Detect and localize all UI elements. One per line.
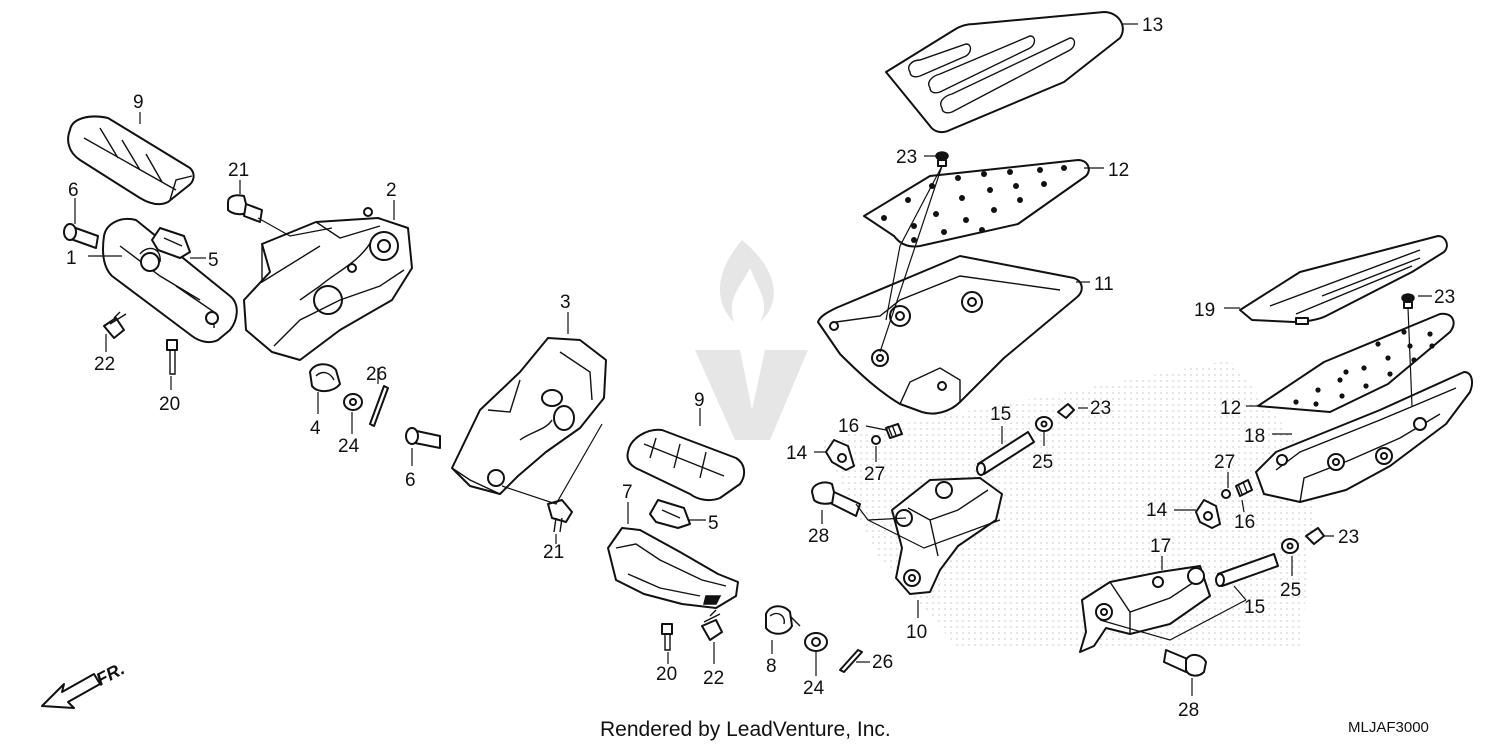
part-20-bolt-left (166, 339, 178, 375)
callout-22b: 22 (703, 668, 724, 689)
callout-labels: 1 2 3 4 5 5 6 6 7 8 9 9 10 11 12 12 13 1… (66, 15, 1455, 721)
part-6-pin-left (63, 223, 99, 249)
diagram-code: MLJAF3000 (1348, 719, 1429, 736)
callout-27a: 27 (864, 464, 885, 485)
callout-28b: 28 (1178, 700, 1199, 721)
callout-28a: 28 (808, 526, 829, 547)
callout-2: 2 (386, 180, 397, 201)
callout-9a: 9 (133, 92, 144, 113)
callout-7: 7 (622, 482, 633, 503)
callout-23a: 23 (896, 147, 917, 168)
leader-lines (74, 23, 1432, 696)
part-12-step-plate-right (1257, 312, 1455, 413)
part-5-clip-left (151, 227, 191, 259)
part-26-cotter-left (369, 385, 389, 427)
callout-24b: 24 (803, 678, 825, 699)
part-23-screw-top (935, 151, 949, 167)
part-26-cotter-center (839, 649, 863, 673)
part-15-pivot-pin-right (1215, 553, 1279, 587)
part-18-step-holder-right (1255, 371, 1473, 503)
callout-23c: 23 (1434, 287, 1455, 308)
callout-20b: 20 (656, 664, 677, 685)
part-22-bolt-left (103, 311, 127, 339)
callout-13: 13 (1142, 15, 1163, 36)
callout-26a: 26 (366, 364, 387, 385)
callout-16b: 16 (1234, 512, 1255, 533)
part-23-screw-right-top (1401, 293, 1415, 309)
callout-21a: 21 (228, 160, 249, 181)
part-25-washer-right (1281, 538, 1299, 554)
part-14-stopper-right (1195, 499, 1221, 529)
callout-23d: 23 (1338, 527, 1359, 548)
part-28-bolt-center (811, 481, 861, 517)
part-17-step-bracket-right (1079, 565, 1211, 653)
callout-17: 17 (1150, 536, 1171, 557)
callout-15a: 15 (990, 404, 1011, 425)
part-25-washer-center (1035, 416, 1053, 432)
callout-20a: 20 (159, 394, 180, 415)
callout-11: 11 (1094, 274, 1114, 295)
callout-22a: 22 (94, 354, 115, 375)
part-21-bolt-center (547, 499, 573, 533)
part-11-step-holder-center (817, 255, 1083, 415)
part-8-spring-center (765, 605, 801, 635)
callout-14b: 14 (1146, 500, 1168, 521)
part-24-washer-center (804, 632, 828, 652)
callout-27b: 27 (1214, 452, 1235, 473)
callout-19: 19 (1194, 300, 1215, 321)
callout-6a: 6 (68, 180, 79, 201)
callout-21b: 21 (543, 542, 564, 563)
front-direction-arrow (41, 673, 101, 709)
part-14-stopper-center (825, 439, 855, 471)
callout-12a: 12 (1108, 160, 1129, 181)
part-10-step-bracket-center (891, 477, 1003, 595)
callout-8: 8 (766, 656, 777, 677)
part-13-step-plate-top (885, 11, 1124, 134)
part-19-step-plate-right (1239, 235, 1448, 325)
part-20-bolt-center (661, 623, 673, 651)
part-27-ball-center (871, 435, 881, 445)
callout-23b: 23 (1090, 398, 1111, 419)
callout-12b: 12 (1220, 398, 1241, 419)
plate-holes-right (1293, 329, 1435, 407)
part-2-bracket-left (243, 207, 413, 361)
rendered-by-credit: Rendered by LeadVenture, Inc. (600, 718, 891, 741)
callout-25b: 25 (1280, 580, 1301, 601)
part-21-bolt-left (227, 194, 263, 223)
part-24-washer-left (343, 393, 363, 411)
part-28-bolt-right (1163, 649, 1207, 677)
callout-4: 4 (310, 418, 321, 439)
callout-6b: 6 (405, 470, 416, 491)
part-15-pivot-pin-center (976, 431, 1035, 476)
part-3-bracket-center (451, 337, 607, 495)
callout-25a: 25 (1032, 452, 1053, 473)
callout-5a: 5 (208, 250, 219, 271)
callout-5b: 5 (708, 513, 719, 534)
part-16-spring-right (1235, 479, 1253, 497)
part-16-spring-center (885, 423, 903, 439)
part-5-clip-center (649, 499, 691, 529)
part-9-rubber-center (626, 428, 746, 502)
part-9-rubber-left (67, 115, 195, 206)
callout-26b: 26 (872, 652, 893, 673)
part-22-bolt-center (701, 609, 723, 641)
callout-16a: 16 (838, 416, 859, 437)
callout-10: 10 (906, 622, 927, 643)
part-1-step-holder-left (102, 218, 238, 344)
part-6-pin-center (405, 427, 441, 449)
callout-1: 1 (66, 248, 77, 269)
callout-18: 18 (1244, 426, 1265, 447)
part-7-step-holder-center (607, 527, 739, 609)
callout-15b: 15 (1244, 597, 1265, 618)
part-23-screw-center (1057, 403, 1075, 419)
part-27-ball-right (1221, 489, 1231, 499)
callout-24a: 24 (338, 436, 360, 457)
callout-9b: 9 (694, 390, 705, 411)
part-12-step-plate-center (863, 159, 1090, 248)
callout-14a: 14 (786, 443, 808, 464)
part-4-spring-left (309, 363, 341, 392)
callout-3: 3 (560, 292, 571, 313)
